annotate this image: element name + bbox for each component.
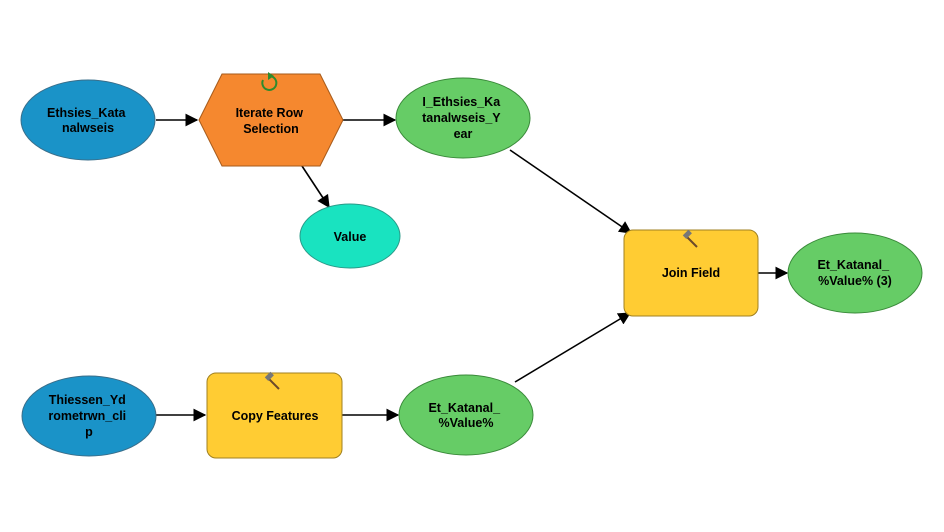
node-label: Et_Katanal_ %Value% (3) — [817, 258, 892, 288]
parameter-ellipse — [299, 203, 401, 269]
node-label: Copy Features — [232, 409, 319, 423]
node-thiessen-ydrometrwn-clip[interactable]: Thiessen_Yd rometrwn_cli p — [21, 375, 157, 457]
node-label: Et_Katanal_ %Value% — [428, 401, 503, 430]
node-label: Thiessen_Yd rometrwn_cli p — [48, 393, 129, 439]
node-ethsies-katanalwseis[interactable]: Ethsies_Kata nalwseis — [20, 79, 156, 161]
node-i-ethsies-katanalwseis-year[interactable]: I_Ethsies_Ka tanalwseis_Y ear — [395, 77, 531, 159]
node-label: Iterate Row Selection — [236, 106, 307, 136]
node-join-field[interactable]: Join Field — [623, 229, 759, 317]
node-value[interactable]: Value — [299, 203, 401, 269]
input-data-ellipse — [21, 375, 157, 457]
node-label: Ethsies_Kata nalwseis — [47, 106, 129, 135]
connectors — [156, 113, 789, 422]
hammer-icon — [682, 229, 698, 248]
node-label: Join Field — [662, 266, 720, 280]
derived-data-ellipse — [787, 232, 923, 314]
tool-box — [623, 229, 759, 317]
iterate-cycle-icon — [261, 72, 278, 91]
node-copy-features[interactable]: Copy Features — [206, 371, 343, 459]
tool-box — [206, 372, 343, 459]
node-label: Value — [334, 230, 367, 244]
edge-i-ethsies-to-join — [509, 149, 633, 234]
edge-etvalue-to-join — [514, 312, 632, 383]
node-iterate-row-selection[interactable]: Iterate Row Selection — [198, 72, 344, 167]
iterator-hexagon — [198, 73, 344, 167]
node-et-katanal-value-3[interactable]: Et_Katanal_ %Value% (3) — [787, 232, 923, 314]
node-label: I_Ethsies_Ka tanalwseis_Y ear — [422, 95, 504, 141]
derived-data-ellipse — [395, 77, 531, 159]
node-et-katanal-value[interactable]: Et_Katanal_ %Value% — [398, 374, 534, 456]
edge-iterate-to-value — [301, 165, 330, 209]
hammer-icon — [264, 371, 280, 390]
derived-data-ellipse — [398, 374, 534, 456]
input-data-ellipse — [20, 79, 156, 161]
